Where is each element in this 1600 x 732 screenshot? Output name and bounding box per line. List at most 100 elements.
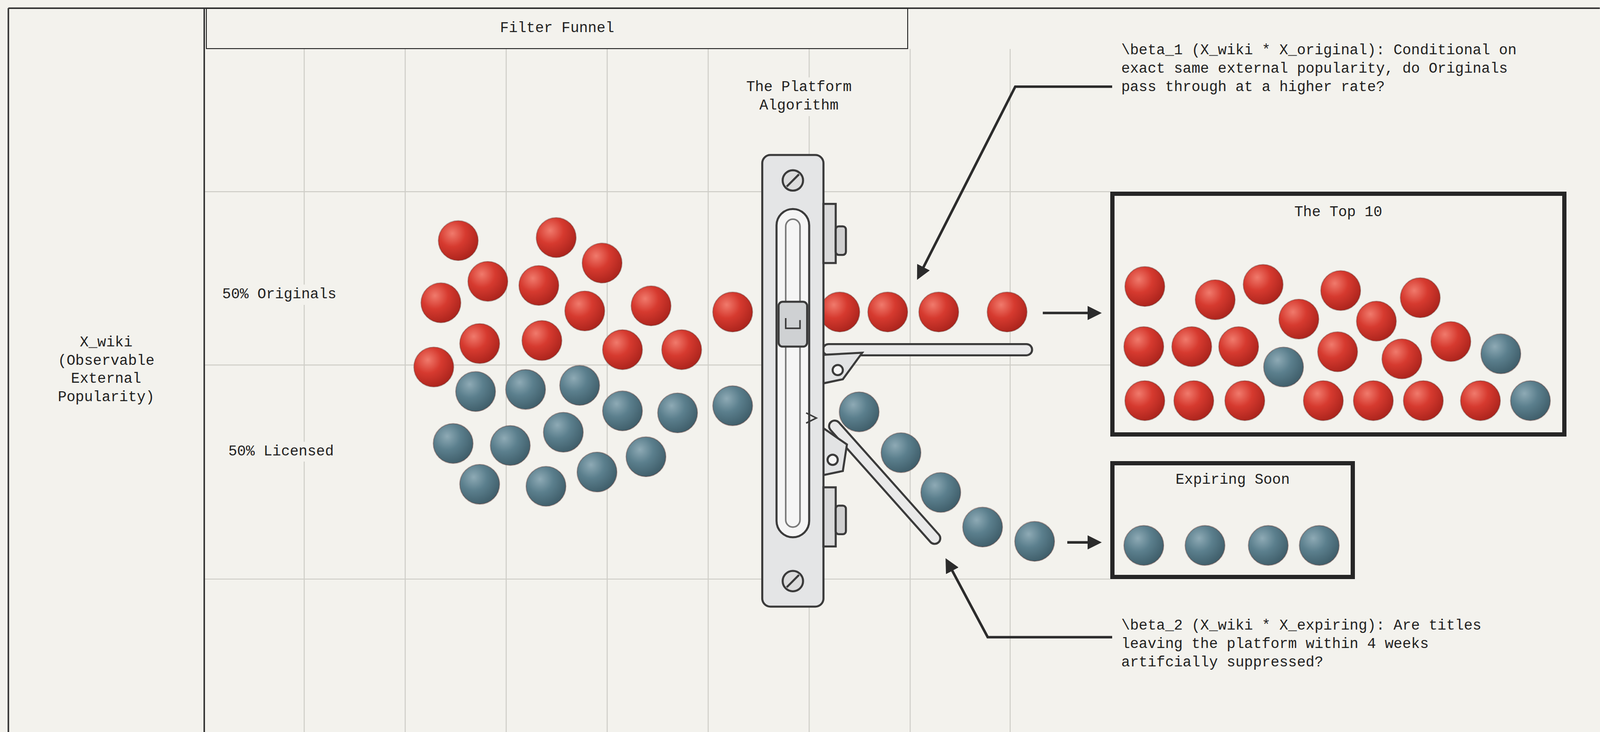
grid-lines bbox=[404, 49, 406, 732]
title-ball bbox=[1460, 381, 1501, 421]
grid-lines bbox=[204, 364, 1110, 366]
algorithm-device bbox=[806, 413, 817, 424]
title-ball bbox=[1381, 339, 1422, 379]
title-ball bbox=[577, 452, 617, 493]
title-ball bbox=[661, 330, 702, 370]
axis-panel: X_wiki (Observable External Popularity) bbox=[8, 8, 205, 732]
title-ball bbox=[1400, 278, 1440, 318]
grid-lines bbox=[204, 578, 1110, 580]
box-heading: The Top 10 bbox=[1294, 203, 1383, 222]
title-ball bbox=[1124, 381, 1165, 421]
algorithm-device bbox=[834, 426, 935, 539]
header-box: Filter Funnel bbox=[205, 8, 909, 49]
algorithm-device bbox=[832, 365, 843, 376]
title-ball bbox=[1248, 526, 1288, 566]
algorithm-device bbox=[786, 575, 800, 588]
grid-lines bbox=[204, 191, 1110, 193]
title-ball bbox=[521, 320, 562, 361]
grid-lines bbox=[909, 49, 911, 732]
algorithm-device bbox=[823, 352, 863, 384]
leader-line bbox=[946, 561, 1113, 638]
title-ball bbox=[881, 433, 921, 473]
result-box: Expiring Soon bbox=[1110, 461, 1356, 580]
title-ball bbox=[1299, 526, 1339, 566]
algorithm-device bbox=[823, 204, 836, 264]
title-ball bbox=[536, 217, 577, 258]
algorithm-device bbox=[823, 428, 848, 476]
title-ball bbox=[1317, 331, 1358, 372]
title-ball bbox=[1510, 381, 1551, 421]
algorithm-device bbox=[762, 154, 824, 607]
title-ball bbox=[1225, 381, 1265, 421]
title-ball bbox=[438, 221, 478, 261]
device-label: The Platform Algorithm bbox=[738, 77, 860, 117]
result-box: The Top 10 bbox=[1110, 191, 1567, 437]
box-heading: Filter Funnel bbox=[500, 19, 615, 38]
title-ball bbox=[413, 347, 454, 388]
title-ball bbox=[819, 292, 860, 332]
algorithm-device bbox=[785, 219, 800, 528]
title-ball bbox=[1123, 326, 1164, 367]
title-ball bbox=[490, 425, 530, 466]
group-label: 50% Originals bbox=[219, 284, 340, 306]
frame-line bbox=[203, 8, 205, 732]
algorithm-device bbox=[776, 209, 809, 538]
title-ball bbox=[1353, 381, 1394, 421]
title-ball bbox=[1195, 280, 1235, 320]
annotation-text: \beta_1 (X_wiki * X_original): Condition… bbox=[1118, 40, 1530, 98]
title-ball bbox=[1320, 271, 1361, 311]
title-ball bbox=[1403, 381, 1444, 421]
title-ball bbox=[526, 466, 566, 507]
title-ball bbox=[468, 261, 508, 302]
title-ball bbox=[1124, 266, 1165, 307]
title-ball bbox=[1218, 326, 1259, 367]
title-ball bbox=[920, 472, 961, 513]
title-ball bbox=[505, 369, 546, 410]
grid-lines bbox=[204, 49, 1110, 732]
title-ball bbox=[459, 323, 500, 364]
title-ball bbox=[459, 464, 500, 505]
algorithm-device bbox=[782, 170, 803, 191]
algorithm-device bbox=[785, 318, 800, 329]
group-label: 50% Licensed bbox=[225, 442, 337, 463]
title-ball bbox=[1356, 301, 1396, 341]
title-ball bbox=[1303, 381, 1344, 421]
title-ball bbox=[712, 292, 753, 332]
flow-arrow bbox=[1042, 311, 1099, 315]
algorithm-device bbox=[778, 301, 808, 347]
grid-lines bbox=[707, 49, 709, 732]
grid-lines bbox=[1009, 49, 1011, 732]
title-ball bbox=[712, 386, 753, 426]
leader-line bbox=[918, 86, 1113, 278]
title-ball bbox=[1171, 326, 1212, 367]
title-ball bbox=[1014, 521, 1055, 562]
title-ball bbox=[1278, 299, 1319, 340]
title-ball bbox=[626, 437, 666, 477]
grid-lines bbox=[606, 49, 608, 732]
title-ball bbox=[1263, 347, 1304, 388]
title-ball bbox=[602, 391, 643, 431]
axis-label: X_wiki (Observable External Popularity) bbox=[53, 333, 159, 408]
title-ball bbox=[602, 330, 643, 370]
box-heading: Expiring Soon bbox=[1175, 471, 1290, 490]
title-ball bbox=[1243, 264, 1284, 305]
algorithm-device bbox=[827, 454, 838, 466]
leader-line bbox=[918, 86, 1113, 638]
algorithm-device bbox=[835, 226, 847, 256]
title-ball bbox=[987, 292, 1027, 332]
title-ball bbox=[564, 291, 605, 332]
title-ball bbox=[433, 424, 473, 464]
title-ball bbox=[1430, 322, 1471, 362]
frame-line bbox=[7, 8, 9, 732]
title-ball bbox=[962, 507, 1003, 548]
algorithm-device bbox=[782, 571, 803, 592]
title-ball bbox=[413, 217, 1550, 566]
algorithm-device bbox=[835, 505, 847, 535]
title-ball bbox=[455, 371, 496, 412]
title-ball bbox=[1480, 333, 1521, 374]
title-ball bbox=[868, 292, 908, 332]
algorithm-device bbox=[823, 487, 836, 547]
annotation-text: \beta_2 (X_wiki * X_expiring): Are title… bbox=[1118, 616, 1530, 673]
title-ball bbox=[420, 282, 461, 323]
title-ball bbox=[919, 292, 959, 332]
